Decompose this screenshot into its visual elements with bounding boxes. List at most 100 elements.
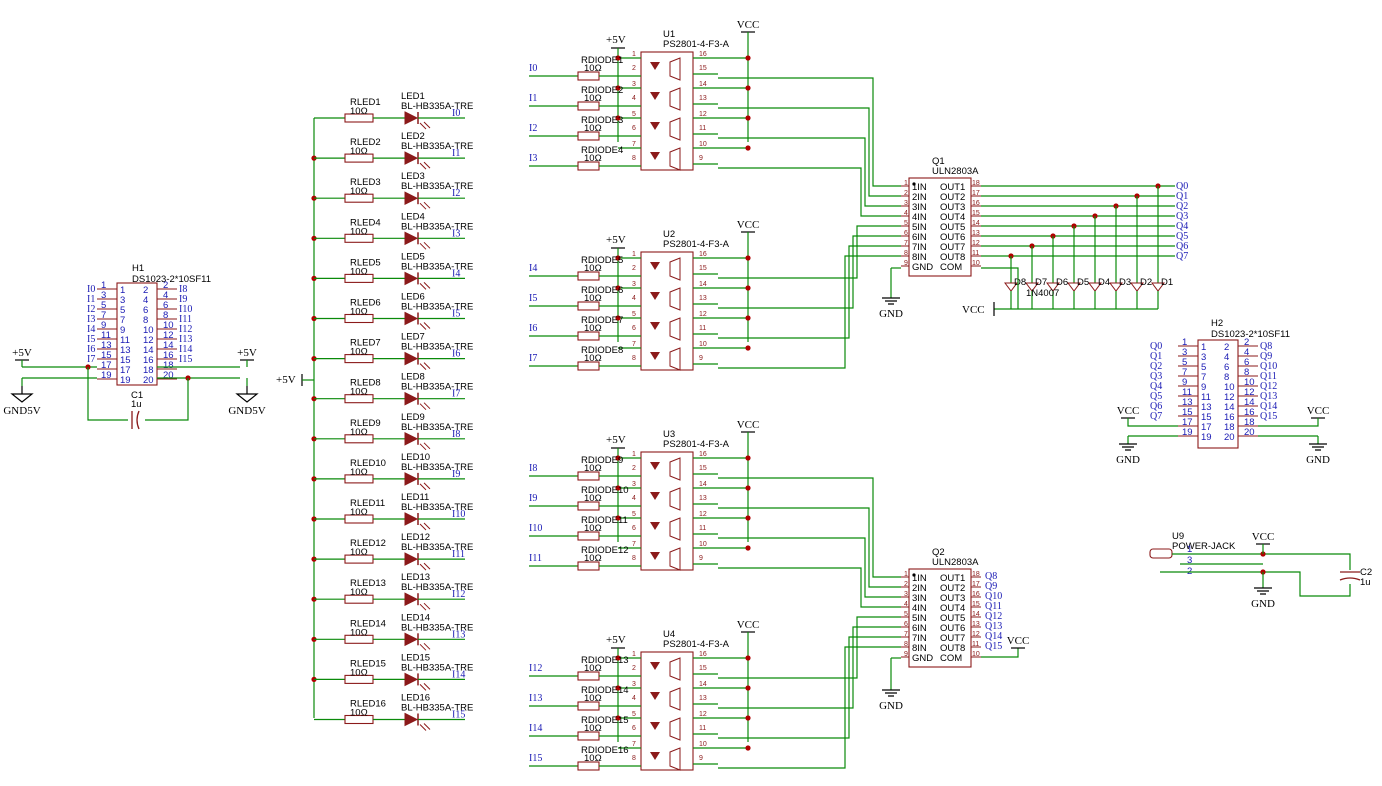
pin-number: 10 (699, 741, 707, 748)
power-label: VCC (1252, 531, 1275, 543)
led-part: BL-HB335A-TRE (401, 181, 473, 192)
pin-number: 3 (1201, 352, 1206, 363)
h1-net-left: I3 (87, 314, 95, 325)
resistor-value: 10Ω (584, 323, 602, 334)
pin-number: 17 (120, 365, 131, 376)
pin-number: 11 (120, 335, 130, 346)
pin-number: 7 (632, 541, 636, 548)
resistor-value: 10Ω (350, 427, 368, 438)
junction-dot (745, 115, 751, 121)
uln-out-label: OUT5 (940, 222, 965, 233)
led-icon (404, 592, 419, 607)
q1-output-net: Q6 (1176, 241, 1188, 252)
pin-number: 18 (143, 365, 154, 376)
pin-number: 15 (699, 265, 707, 272)
opto-input-net: I10 (529, 523, 542, 534)
ground-icon (1119, 443, 1137, 451)
uln-out-label: OUT6 (940, 232, 965, 243)
uln-out-label: OUT3 (940, 202, 965, 213)
wire (718, 477, 901, 578)
h1-net-left: I1 (87, 294, 95, 305)
pin-number: 16 (699, 51, 707, 58)
pin-number: 14 (972, 611, 980, 618)
pin-number: 10 (699, 541, 707, 548)
opto-input-net: I13 (529, 693, 542, 704)
diode-ref: D4 (1098, 277, 1110, 288)
q2-output-net: Q11 (985, 601, 1002, 612)
pin-number: 15 (120, 355, 131, 366)
resistor-value: 10Ω (584, 263, 602, 274)
wire (718, 235, 901, 309)
pin-number: 5 (632, 511, 636, 518)
pin-number: 3 (632, 81, 636, 88)
pin-number: 3 (101, 290, 106, 301)
pin-number: 15 (699, 665, 707, 672)
wire (718, 255, 901, 369)
h2-net-left: Q5 (1150, 391, 1162, 402)
jack-ref: U9 (1172, 531, 1184, 542)
uln-out-label: OUT1 (940, 182, 965, 193)
led-net: I13 (452, 629, 465, 640)
uln-in-label: 2IN (912, 192, 927, 203)
power-label: VCC (737, 219, 760, 231)
pin-number: 2 (632, 465, 636, 472)
resistor-ref: RLED2 (350, 137, 381, 148)
led-net: I1 (452, 148, 460, 159)
resistor-ref: RDIODE6 (581, 285, 623, 296)
ground-icon (1254, 587, 1272, 595)
pin-number: 17 (972, 190, 980, 197)
junction-dot (615, 485, 621, 491)
h1-net-right: I15 (179, 354, 192, 365)
resistor-ref: RLED11 (350, 498, 385, 509)
pin-number: 5 (904, 220, 908, 227)
uln-out-label: OUT4 (940, 603, 965, 614)
uln2803-body (908, 568, 972, 668)
pin-number: 12 (699, 711, 707, 718)
resistor-value: 10Ω (350, 667, 368, 678)
pin-number: 9 (101, 320, 106, 331)
pin-number: 16 (699, 451, 707, 458)
opto-transistor-icon (669, 147, 681, 171)
opto-led-icon (650, 552, 660, 560)
h1-ref: H1 (132, 263, 144, 274)
wire (1172, 553, 1351, 570)
q2-output-net: Q10 (985, 591, 1002, 602)
pin-number: 3 (632, 281, 636, 288)
resistor-value: 10Ω (584, 523, 602, 534)
pin-number: 12 (972, 631, 980, 638)
resistor-ref: RLED6 (350, 298, 381, 309)
resistor-ref: RDIODE1 (581, 55, 623, 66)
h2-net-left: Q1 (1150, 351, 1162, 362)
c2-value: 1u (1360, 577, 1371, 588)
pin-number: 2 (143, 285, 148, 296)
pin-number: 7 (904, 631, 908, 638)
pin-number: 10 (163, 320, 174, 331)
h2-net-right: Q12 (1260, 381, 1277, 392)
pin-number: 13 (699, 495, 707, 502)
opto-input-net: I1 (529, 93, 537, 104)
header-h1-body (116, 282, 158, 386)
pin-number: 1 (120, 285, 125, 296)
junction-dot (745, 55, 751, 61)
led-ref: LED1 (401, 91, 425, 102)
c1-ref: C1 (131, 390, 143, 401)
led-arrows-icon (419, 683, 431, 691)
led-ref: LED6 (401, 292, 425, 303)
pin-number: 11 (972, 641, 979, 648)
led-icon (404, 351, 419, 366)
resistor-value: 10Ω (584, 493, 602, 504)
junction-dot (745, 315, 751, 321)
ground-icon (1309, 443, 1327, 451)
h1-net-left: I6 (87, 344, 95, 355)
pin-number: 12 (972, 240, 980, 247)
h2-value: DS1023-2*10SF11 (1211, 329, 1290, 340)
led-net: I11 (452, 549, 465, 560)
q1-output-net: Q3 (1176, 211, 1188, 222)
wire (718, 107, 901, 197)
vcc-label: VCC (962, 304, 985, 316)
pin-number: 9 (904, 651, 908, 658)
opto-transistor-icon (669, 457, 681, 481)
led-net: I12 (452, 589, 465, 600)
resistor-ref: RDIODE3 (581, 115, 623, 126)
junction-dot (745, 345, 751, 351)
